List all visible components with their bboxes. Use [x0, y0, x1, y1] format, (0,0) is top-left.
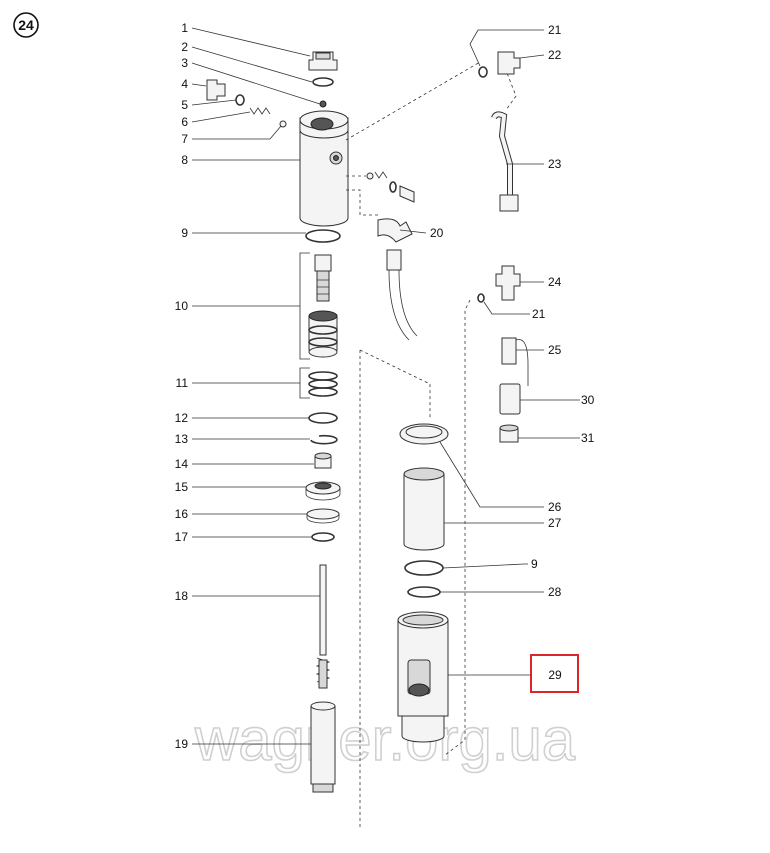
- part-ring-16: [306, 508, 340, 520]
- page-number-badge: 24: [13, 12, 39, 38]
- part-fitting-4: [206, 79, 226, 101]
- label-7: 7: [181, 132, 188, 146]
- label-10: 10: [175, 299, 189, 313]
- watermark: wagner.org.ua: [194, 706, 576, 773]
- label-11: 11: [176, 376, 189, 390]
- part-tube-nut-23: [499, 194, 519, 212]
- label-31: 31: [581, 431, 595, 445]
- label-5: 5: [181, 98, 188, 112]
- label-25: 25: [548, 343, 562, 357]
- label-21: 21: [548, 23, 562, 37]
- part-tee-24: [495, 265, 521, 301]
- label-13: 13: [175, 432, 189, 446]
- label-19: 19: [175, 737, 189, 751]
- label-8: 8: [181, 153, 188, 167]
- label-26: 26: [548, 500, 562, 514]
- label-22: 22: [548, 48, 562, 62]
- label-18: 18: [175, 589, 189, 603]
- part-sensor-30: [499, 383, 521, 415]
- page-number: 24: [18, 17, 34, 33]
- part-ring-28: [407, 586, 441, 598]
- part-fitting-25: [501, 337, 517, 365]
- label-4: 4: [181, 77, 188, 91]
- part-ball-7: [279, 120, 287, 128]
- part-ball-3: [319, 100, 327, 108]
- label-20: 20: [430, 226, 444, 240]
- label-28: 28: [548, 585, 562, 599]
- label-3: 3: [181, 56, 188, 70]
- part-spring-6: [249, 107, 271, 115]
- left-leaders: [191, 27, 321, 745]
- part-cap-top: [315, 52, 331, 60]
- right-labels: 21 22 23 20 24 21 25 30 31 26 27 9 28: [430, 23, 595, 599]
- part-fitting-side: [399, 185, 415, 203]
- left-labels: 1 2 3 4 5 6 7 8 9 10 11 12 13 14 15 16 1…: [175, 21, 189, 751]
- part-elbow-20: [377, 218, 413, 243]
- right-assembly: [366, 51, 529, 743]
- part-body-8: [299, 129, 349, 227]
- part-rings-11: [308, 371, 338, 381]
- part-oring-5: [235, 94, 245, 106]
- label-29[interactable]: 29: [548, 668, 562, 682]
- left-assembly: [206, 51, 349, 793]
- label-16: 16: [175, 507, 189, 521]
- label-24: 24: [548, 275, 562, 289]
- label-12: 12: [175, 411, 189, 425]
- dashed-connections: [345, 61, 517, 828]
- label-21b: 21: [532, 307, 546, 321]
- part-clip-13: [310, 434, 338, 445]
- part-hose-nut: [386, 249, 402, 271]
- label-2: 2: [181, 40, 188, 54]
- label-23: 23: [548, 157, 562, 171]
- bracket-11: [295, 367, 310, 399]
- part-hose: [388, 269, 418, 341]
- part-cylinder-27: [403, 473, 445, 551]
- label-9b: 9: [531, 557, 538, 571]
- label-30: 30: [581, 393, 595, 407]
- right-leaders: [399, 29, 580, 676]
- part-oring-2: [312, 77, 334, 87]
- part-ring-17: [311, 532, 335, 542]
- label-14: 14: [175, 457, 189, 471]
- part-oring-9b: [404, 560, 444, 576]
- label-17: 17: [175, 530, 189, 544]
- part-valve-stem: [314, 254, 332, 272]
- part-piston-19: [310, 705, 336, 785]
- part-oring-9: [305, 229, 341, 243]
- label-6: 6: [181, 115, 188, 129]
- bracket-10: [295, 252, 310, 360]
- part-fitting-22: [497, 51, 521, 75]
- label-9: 9: [181, 226, 188, 240]
- part-ring-12: [308, 412, 338, 424]
- highlight-box: [530, 654, 579, 693]
- label-15: 15: [175, 480, 189, 494]
- part-rod-18: [319, 564, 327, 656]
- label-1: 1: [181, 21, 188, 35]
- label-27: 27: [548, 516, 562, 530]
- highlighted-callout-29[interactable]: 29: [530, 654, 579, 693]
